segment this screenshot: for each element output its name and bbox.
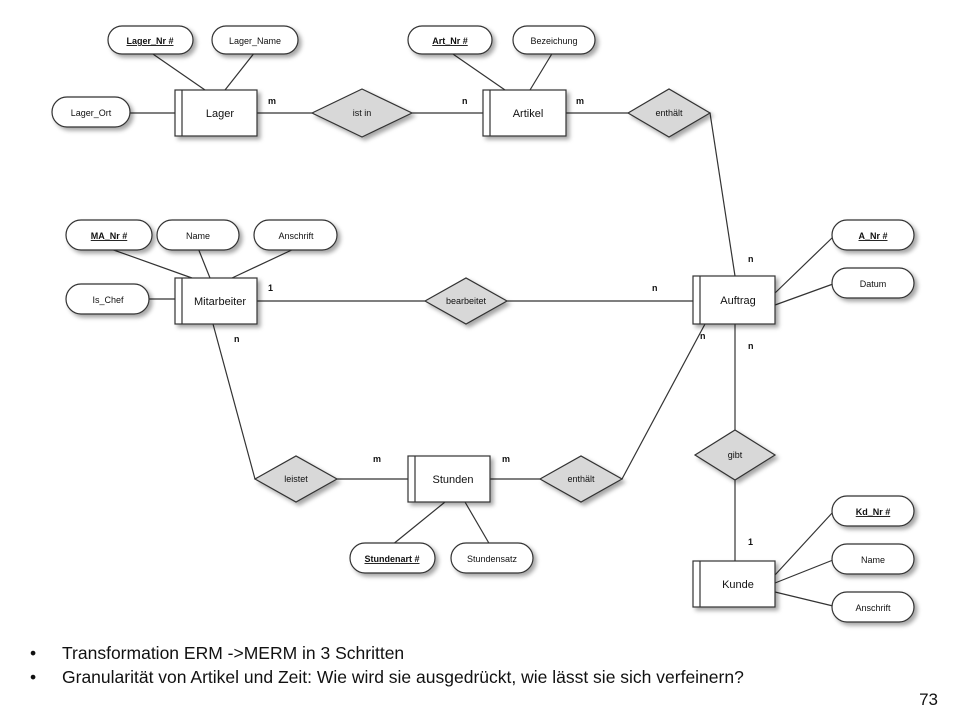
svg-text:Name: Name xyxy=(186,231,210,241)
attribute-ma-anschrift: Anschrift xyxy=(253,219,338,251)
line-kd-nr xyxy=(774,511,834,576)
entity-lager: Lager xyxy=(174,89,258,137)
attribute-kd-anschrift: Anschrift xyxy=(831,591,915,623)
relationship-enthaelt-artikel: enthält xyxy=(626,88,712,138)
attribute-kd-name: Name xyxy=(831,543,915,575)
cardinality-auftrag-bearbeitet: n xyxy=(652,283,658,293)
svg-text:Stunden: Stunden xyxy=(433,474,474,486)
line-enthaelt-auftrag-2 xyxy=(621,323,706,480)
line-ma-anschrift xyxy=(231,247,297,279)
line-lager-nr xyxy=(149,51,206,91)
line-lager-name xyxy=(224,51,256,91)
cardinality-mitarbeiter-leistet: n xyxy=(234,334,240,344)
bullet-item: Granularität von Artikel und Zeit: Wie w… xyxy=(30,665,930,689)
attribute-a-nr: A_Nr # xyxy=(831,219,915,251)
svg-text:Datum: Datum xyxy=(860,279,887,289)
relationship-enthaelt-stunden: enthält xyxy=(538,455,624,503)
svg-text:leistet: leistet xyxy=(284,474,308,484)
cardinality-auftrag-enthaelt: n xyxy=(748,254,754,264)
svg-text:Art_Nr #: Art_Nr # xyxy=(432,36,468,46)
svg-text:enthält: enthält xyxy=(567,474,595,484)
svg-text:Stundenart #: Stundenart # xyxy=(364,554,419,564)
svg-text:A_Nr #: A_Nr # xyxy=(858,231,887,241)
attribute-ma-nr: MA_Nr # xyxy=(65,219,153,251)
svg-text:Lager: Lager xyxy=(206,108,234,120)
attribute-ma-name: Name xyxy=(156,219,240,251)
relationship-leistet: leistet xyxy=(253,455,339,503)
attribute-kd-nr: Kd_Nr # xyxy=(831,495,915,527)
attribute-lager-nr: Lager_Nr # xyxy=(107,25,194,55)
line-a-nr xyxy=(774,236,834,294)
line-stundenart xyxy=(391,501,446,546)
svg-text:Mitarbeiter: Mitarbeiter xyxy=(194,296,246,308)
svg-text:Kunde: Kunde xyxy=(722,579,754,591)
bullet-item: Transformation ERM ->MERM in 3 Schritten xyxy=(30,641,930,665)
line-art-nr xyxy=(449,51,506,91)
svg-text:Lager_Ort: Lager_Ort xyxy=(71,108,112,118)
relationship-gibt: gibt xyxy=(693,429,777,481)
svg-text:Kd_Nr #: Kd_Nr # xyxy=(856,507,891,517)
attribute-datum: Datum xyxy=(831,267,915,299)
svg-text:Lager_Nr #: Lager_Nr # xyxy=(126,36,173,46)
svg-text:Name: Name xyxy=(861,555,885,565)
entity-auftrag: Auftrag xyxy=(692,275,776,325)
line-kd-name xyxy=(774,559,834,584)
svg-text:ist in: ist in xyxy=(353,108,372,118)
line-kd-anschrift xyxy=(774,591,834,607)
svg-text:Bezeichung: Bezeichung xyxy=(530,36,577,46)
line-ma-leistet xyxy=(212,323,256,480)
cardinality-auftrag-enthaelt-stunden: n xyxy=(700,331,706,341)
entity-artikel: Artikel xyxy=(482,89,567,137)
attribute-stundensatz: Stundensatz xyxy=(450,542,534,574)
entity-mitarbeiter: Mitarbeiter xyxy=(174,277,258,325)
relationship-bearbeitet: bearbeitet xyxy=(423,277,509,325)
relationship-ist-in: ist in xyxy=(310,88,414,138)
svg-text:enthält: enthält xyxy=(655,108,683,118)
svg-text:Is_Chef: Is_Chef xyxy=(92,295,124,305)
attribute-lager-ort: Lager_Ort xyxy=(51,96,131,128)
attribute-lager-name: Lager_Name xyxy=(211,25,299,55)
attribute-is-chef: Is_Chef xyxy=(65,283,150,315)
line-enthaelt-auftrag xyxy=(709,112,736,277)
connection-lines xyxy=(107,51,834,607)
svg-text:Stundensatz: Stundensatz xyxy=(467,554,518,564)
svg-text:Auftrag: Auftrag xyxy=(720,295,755,307)
cardinality-lager-ist-in: m xyxy=(268,96,276,106)
cardinality-artikel-enthaelt: m xyxy=(576,96,584,106)
entity-kunde: Kunde xyxy=(692,560,776,608)
cardinality-kunde-gibt: 1 xyxy=(748,537,753,547)
er-diagram: Lager_Nr # Lager_Name Lager_Ort Art_Nr #… xyxy=(51,25,915,623)
cardinality-auftrag-gibt: n xyxy=(748,341,754,351)
svg-text:bearbeitet: bearbeitet xyxy=(446,296,487,306)
page-number: 73 xyxy=(919,690,938,709)
line-stundensatz xyxy=(464,501,491,546)
svg-text:Anschrift: Anschrift xyxy=(278,231,314,241)
svg-text:Lager_Name: Lager_Name xyxy=(229,36,281,46)
line-datum xyxy=(774,283,834,306)
bullet-list: Transformation ERM ->MERM in 3 Schritten… xyxy=(30,641,930,689)
entity-stunden: Stunden xyxy=(407,455,491,503)
svg-text:Anschrift: Anschrift xyxy=(855,603,891,613)
svg-text:MA_Nr #: MA_Nr # xyxy=(91,231,128,241)
attribute-art-nr: Art_Nr # xyxy=(407,25,493,55)
cardinality-artikel-ist-in: n xyxy=(462,96,468,106)
cardinality-stunden-leistet: m xyxy=(373,454,381,464)
line-bezeichung xyxy=(529,51,554,91)
svg-text:Artikel: Artikel xyxy=(513,108,544,120)
cardinality-stunden-enthaelt: m xyxy=(502,454,510,464)
line-ma-nr xyxy=(107,247,193,279)
attribute-bezeichung: Bezeichung xyxy=(512,25,596,55)
cardinality-mitarbeiter-bearbeitet: 1 xyxy=(268,283,273,293)
line-ma-name xyxy=(197,247,211,279)
attribute-stundenart: Stundenart # xyxy=(349,542,436,574)
svg-text:gibt: gibt xyxy=(728,450,743,460)
